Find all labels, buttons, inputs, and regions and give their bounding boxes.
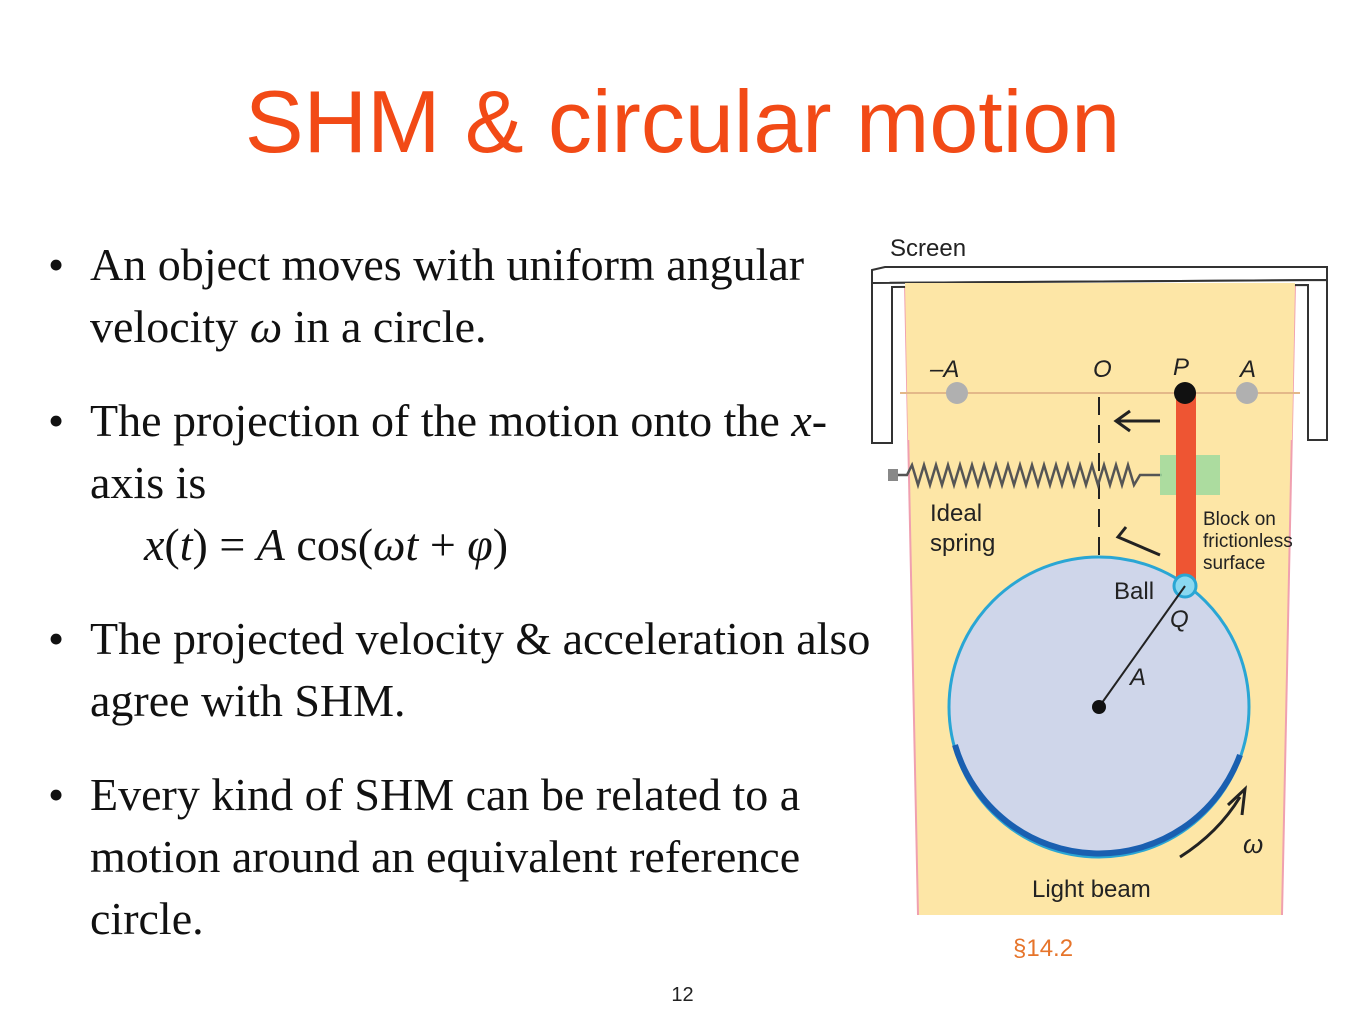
light-beam-label: Light beam [1032, 876, 1151, 903]
x-symbol: x [791, 395, 812, 446]
circle-shadow-arc [952, 744, 1243, 857]
o-label: O [1093, 356, 1112, 383]
bullet-text: -axis is [90, 395, 828, 508]
velocity-arrow-top [1113, 409, 1160, 433]
bullet-list: An object moves with uniform angular vel… [48, 234, 888, 982]
slide-title: SHM & circular motion [244, 72, 1121, 171]
block-label-line2: frictionless [1203, 531, 1293, 552]
a-label: A [1238, 356, 1256, 383]
bullet-uniform-angular-velocity: An object moves with uniform angular vel… [48, 234, 888, 358]
bullet-velocity-acceleration: The projected velocity & acceleration al… [48, 608, 888, 732]
minus-a-label: –A [929, 356, 959, 383]
block-label-line1: Block on [1203, 509, 1276, 530]
ideal-spring [895, 460, 1162, 490]
spring-label-line1: Ideal [930, 500, 982, 527]
ball-label: Ball [1114, 578, 1154, 605]
projection-rod [1176, 393, 1196, 585]
circle-center [1092, 700, 1106, 714]
radius-label: A [1128, 664, 1146, 691]
section-reference: §14.2 [1013, 935, 1074, 962]
q-label: Q [1170, 606, 1189, 633]
a-marker [1236, 382, 1258, 404]
shm-equation: x(t) = A cos(ωt + φ) [144, 519, 509, 570]
bullet-projection: The projection of the motion onto the x-… [48, 390, 888, 576]
screen-frame [871, 266, 1328, 444]
reference-circle-figure: Screen –A O P A Ideal spring Block on fr… [871, 235, 1328, 916]
rotation-arrow [1179, 785, 1247, 859]
screen-label: Screen [890, 235, 966, 262]
minus-a-marker [946, 382, 968, 404]
spring-label-line2: spring [930, 530, 995, 557]
p-label: P [1173, 354, 1189, 381]
omega-symbol: ω [249, 301, 283, 352]
velocity-arrow-mid [1115, 526, 1161, 557]
bullet-text: in a circle. [282, 301, 487, 352]
page-number: 12 [671, 984, 694, 1006]
bullet-text: An object moves with uniform angular vel… [90, 239, 805, 352]
radius-line [1098, 585, 1186, 708]
bullet-reference-circle: Every kind of SHM can be related to a mo… [48, 764, 888, 950]
bullet-text: The projection of the motion onto the [90, 395, 792, 446]
p-point [1174, 382, 1196, 404]
omega-label: ω [1243, 829, 1263, 859]
block-label-line3: surface [1203, 553, 1265, 574]
